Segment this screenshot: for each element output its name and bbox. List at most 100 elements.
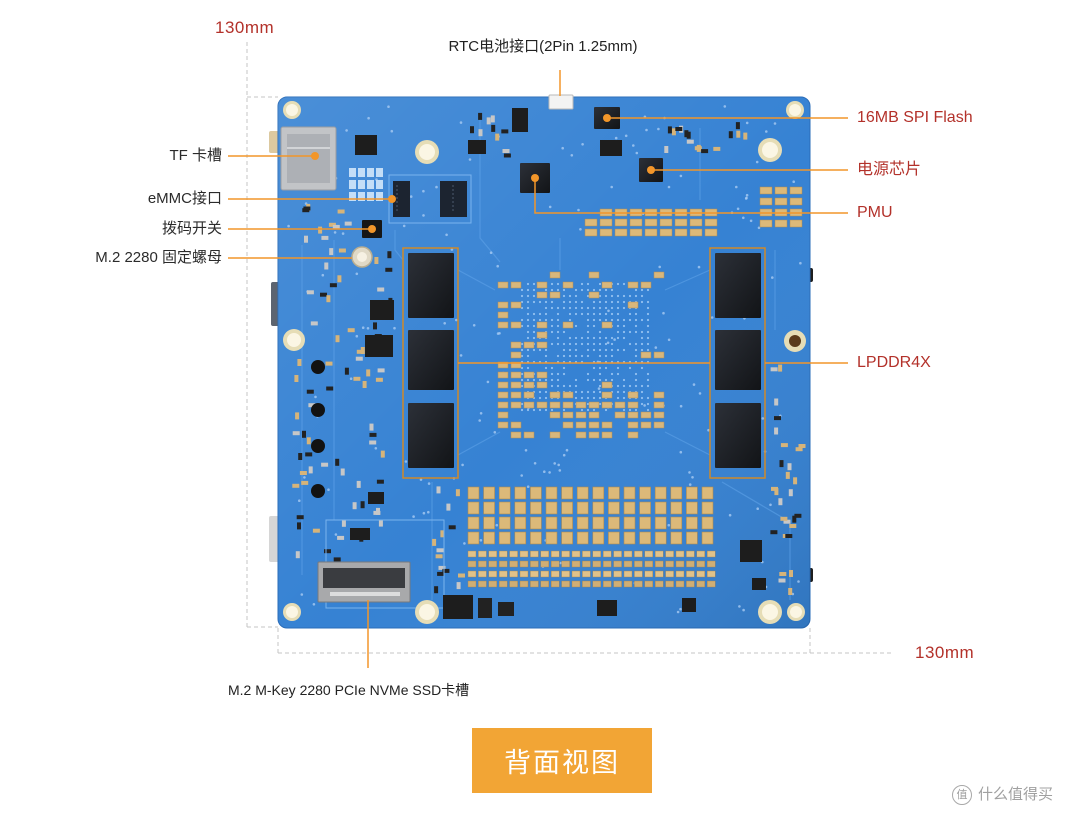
passive-component — [779, 460, 784, 468]
via — [581, 143, 584, 146]
capacitor — [478, 550, 487, 558]
bga-via — [556, 378, 560, 382]
left-inductors — [311, 360, 325, 498]
capacitor — [561, 560, 570, 568]
bga-via — [622, 318, 626, 322]
via — [450, 248, 454, 251]
bga-via — [604, 300, 608, 304]
back-view-button[interactable]: 背面视图 — [472, 728, 652, 793]
bga-via — [520, 402, 524, 406]
passive-component — [376, 507, 380, 515]
via — [667, 185, 671, 189]
bulk-capacitor — [639, 486, 651, 500]
bga-via — [598, 402, 602, 406]
via — [667, 523, 671, 527]
capacitor — [592, 550, 601, 558]
passive-component — [324, 549, 331, 554]
passive-component — [778, 364, 783, 372]
bga-via — [562, 408, 566, 412]
inductor — [311, 439, 325, 453]
passive-component — [380, 450, 385, 458]
bga-via — [520, 348, 524, 352]
capacitor — [603, 570, 612, 578]
via — [409, 195, 413, 198]
decoupling-capacitor — [497, 361, 509, 369]
capacitor — [655, 550, 664, 558]
decoupling-capacitor — [627, 421, 639, 429]
capacitor — [686, 550, 695, 558]
decoupling-capacitor — [510, 361, 522, 369]
bulk-capacitor — [608, 531, 620, 545]
decoupling-capacitor — [562, 421, 574, 429]
capacitor — [519, 570, 529, 578]
bga-via — [538, 390, 542, 394]
mounting-hole — [790, 606, 802, 618]
decoupling-capacitor — [549, 401, 561, 409]
bga-via — [526, 300, 530, 304]
passive-component — [369, 440, 377, 445]
capacitor — [499, 580, 508, 588]
via — [367, 116, 370, 120]
bga-via — [562, 288, 566, 292]
bga-via — [592, 336, 596, 340]
bga-via — [574, 378, 578, 382]
bulk-capacitor — [701, 486, 714, 500]
via — [667, 338, 671, 342]
passive-component — [502, 149, 510, 153]
bulk-capacitor — [483, 531, 495, 545]
bga-via — [640, 384, 644, 388]
small-ic — [740, 540, 762, 562]
bulk-capacitor — [561, 531, 573, 545]
passive-component — [321, 462, 329, 467]
bga-via — [562, 342, 566, 346]
via — [349, 377, 353, 381]
via — [422, 511, 426, 515]
test-pad — [358, 180, 365, 189]
bga-via — [586, 336, 590, 340]
passive-component — [355, 356, 363, 361]
decoupling-capacitor — [627, 281, 639, 289]
bga-via — [544, 396, 548, 400]
bga-via — [520, 366, 524, 370]
inductor — [311, 360, 325, 374]
bga-via — [634, 294, 638, 298]
passive-component — [338, 248, 346, 253]
bga-via — [538, 300, 542, 304]
passive-component — [340, 468, 345, 476]
trace — [394, 230, 404, 261]
capacitor — [603, 560, 612, 568]
bga-via — [520, 318, 524, 322]
bga-via — [586, 330, 590, 334]
passive-component — [793, 477, 798, 485]
via — [799, 261, 802, 265]
decoupling-capacitor — [601, 391, 613, 399]
bga-via — [598, 384, 602, 388]
decoupling-capacitor — [601, 431, 613, 439]
bulk-capacitor — [545, 531, 558, 545]
bulk-capacitor — [670, 531, 683, 545]
passive-component — [701, 149, 709, 154]
bga-via — [592, 306, 596, 310]
capacitor — [644, 228, 658, 237]
passive-component — [779, 572, 787, 576]
via — [498, 332, 501, 335]
via — [478, 419, 482, 422]
capacitor — [561, 570, 570, 578]
bga-via — [616, 306, 620, 310]
via — [756, 507, 759, 511]
capacitor — [665, 580, 674, 588]
capacitor — [599, 228, 613, 237]
bga-via — [574, 312, 578, 316]
decoupling-capacitor — [575, 421, 587, 429]
small-ic — [498, 602, 514, 616]
bga-via — [598, 336, 602, 340]
passive-component — [306, 389, 314, 394]
capacitor — [540, 550, 549, 558]
bulk-capacitor — [514, 486, 527, 500]
capacitor — [655, 580, 664, 588]
bga-via — [640, 300, 644, 304]
passive-component — [335, 458, 340, 466]
bga-via — [634, 384, 638, 388]
decoupling-capacitor — [497, 281, 509, 289]
bga-via — [640, 390, 644, 394]
